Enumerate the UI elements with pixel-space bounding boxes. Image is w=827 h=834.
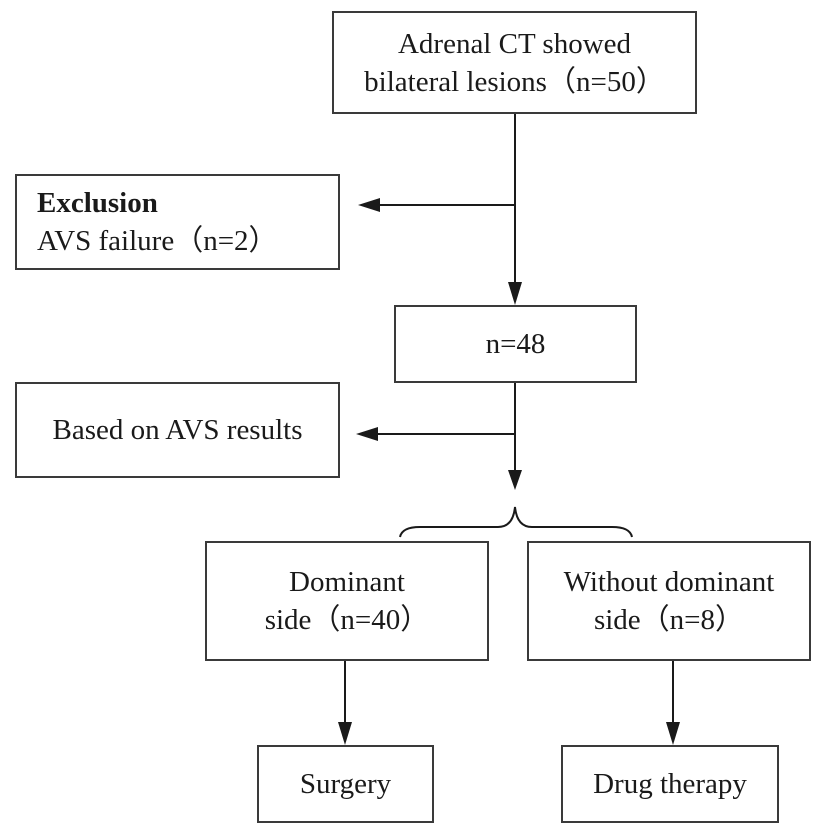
split-brace [399, 506, 633, 538]
start-line-1: Adrenal CT showed [397, 27, 632, 60]
dominant-line-2: side（n=40） [264, 604, 430, 636]
arrow-to-exclusion [358, 198, 380, 212]
arrow-to-surgery [338, 722, 352, 745]
non-dominant-box: Without dominant side（n=8） [527, 541, 811, 661]
basis-box: Based on AVS results [15, 382, 340, 478]
non-dominant-line-2: side（n=8） [593, 604, 745, 636]
drug-box: Drug therapy [561, 745, 779, 823]
arrow-to-split [508, 470, 522, 490]
dominant-line-1: Dominant [289, 566, 405, 598]
surgery-box: Surgery [257, 745, 434, 823]
start-line-2: bilateral lesions（n=50） [364, 65, 665, 98]
remaining-label: n=48 [485, 328, 546, 360]
drug-label: Drug therapy [593, 768, 747, 800]
start-box: Adrenal CT showed bilateral lesions（n=50… [332, 11, 697, 114]
exclusion-heading: Exclusion [37, 187, 158, 219]
remaining-box: n=48 [394, 305, 637, 383]
arrow-to-basis [356, 427, 378, 441]
dominant-box: Dominant side（n=40） [205, 541, 489, 661]
arrow-to-remaining [508, 282, 522, 305]
surgery-label: Surgery [299, 768, 392, 800]
basis-label: Based on AVS results [52, 414, 303, 446]
exclusion-box: Exclusion AVS failure（n=2） [15, 174, 340, 270]
non-dominant-line-1: Without dominant [563, 566, 775, 598]
exclusion-detail: AVS failure（n=2） [37, 225, 278, 257]
arrow-to-drug [666, 722, 680, 745]
